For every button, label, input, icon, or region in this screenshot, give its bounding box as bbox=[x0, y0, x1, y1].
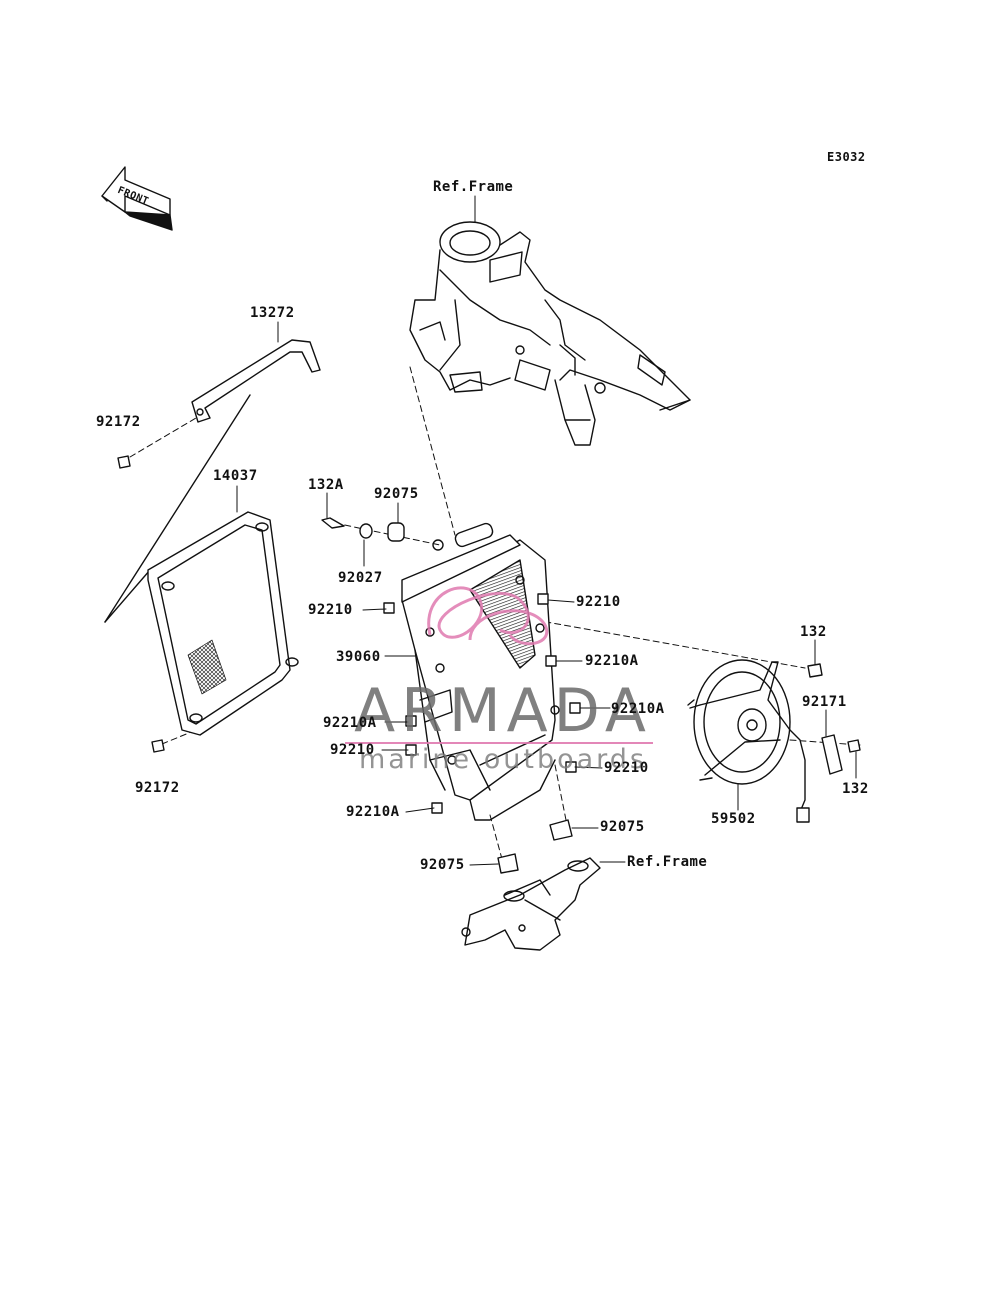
part-label-92210-right1: 92210 bbox=[576, 594, 621, 610]
leader-lines bbox=[236, 195, 857, 866]
part-label-92210a-right2: 92210A bbox=[611, 701, 665, 717]
part-label-92171: 92171 bbox=[802, 694, 847, 710]
part-label-92210-right2: 92210 bbox=[604, 760, 649, 776]
watermark-logo bbox=[427, 586, 549, 646]
part-label-92210-left: 92210 bbox=[308, 602, 353, 618]
screen-14037-drawing bbox=[147, 511, 299, 736]
part-label-132-top: 132 bbox=[800, 624, 827, 640]
diagram-code: E3032 bbox=[827, 150, 866, 164]
radiator-39060-drawing bbox=[383, 522, 581, 821]
watermark-subtitle: marine outboards bbox=[358, 744, 647, 775]
part-label-92210-left2: 92210 bbox=[330, 742, 375, 758]
watermark-title: ARMADA bbox=[354, 676, 652, 746]
part-label-132-right: 132 bbox=[842, 781, 869, 797]
part-label-ref-frame-top: Ref.Frame bbox=[433, 179, 514, 195]
part-label-14037: 14037 bbox=[213, 468, 258, 484]
part-label-92172-top: 92172 bbox=[96, 414, 141, 430]
part-label-92075-top: 92075 bbox=[374, 486, 419, 502]
part-label-ref-frame-bottom: Ref.Frame bbox=[627, 854, 708, 870]
fan-59502-drawing bbox=[687, 659, 810, 823]
part-label-92172-bottom: 92172 bbox=[135, 780, 180, 796]
part-label-59502: 59502 bbox=[711, 811, 756, 827]
part-label-92210a-left1: 92210A bbox=[323, 715, 377, 731]
part-label-39060: 39060 bbox=[336, 649, 381, 665]
part-label-92210a-right1: 92210A bbox=[585, 653, 639, 669]
frame-upper-drawing bbox=[409, 221, 691, 446]
bracket-13272-drawing bbox=[191, 339, 321, 423]
part-label-92075-bottom: 92075 bbox=[420, 857, 465, 873]
part-label-92027: 92027 bbox=[338, 570, 383, 586]
hardware-drawing bbox=[117, 455, 861, 874]
part-label-92210a-left2: 92210A bbox=[346, 804, 400, 820]
part-label-13272: 13272 bbox=[250, 305, 295, 321]
guard-outline-lines bbox=[104, 394, 251, 623]
frame-lower-drawing bbox=[461, 857, 601, 951]
watermark-underline bbox=[345, 742, 653, 744]
part-label-132a: 132A bbox=[308, 477, 344, 493]
part-label-92075-right: 92075 bbox=[600, 819, 645, 835]
front-arrow-icon bbox=[101, 166, 173, 231]
